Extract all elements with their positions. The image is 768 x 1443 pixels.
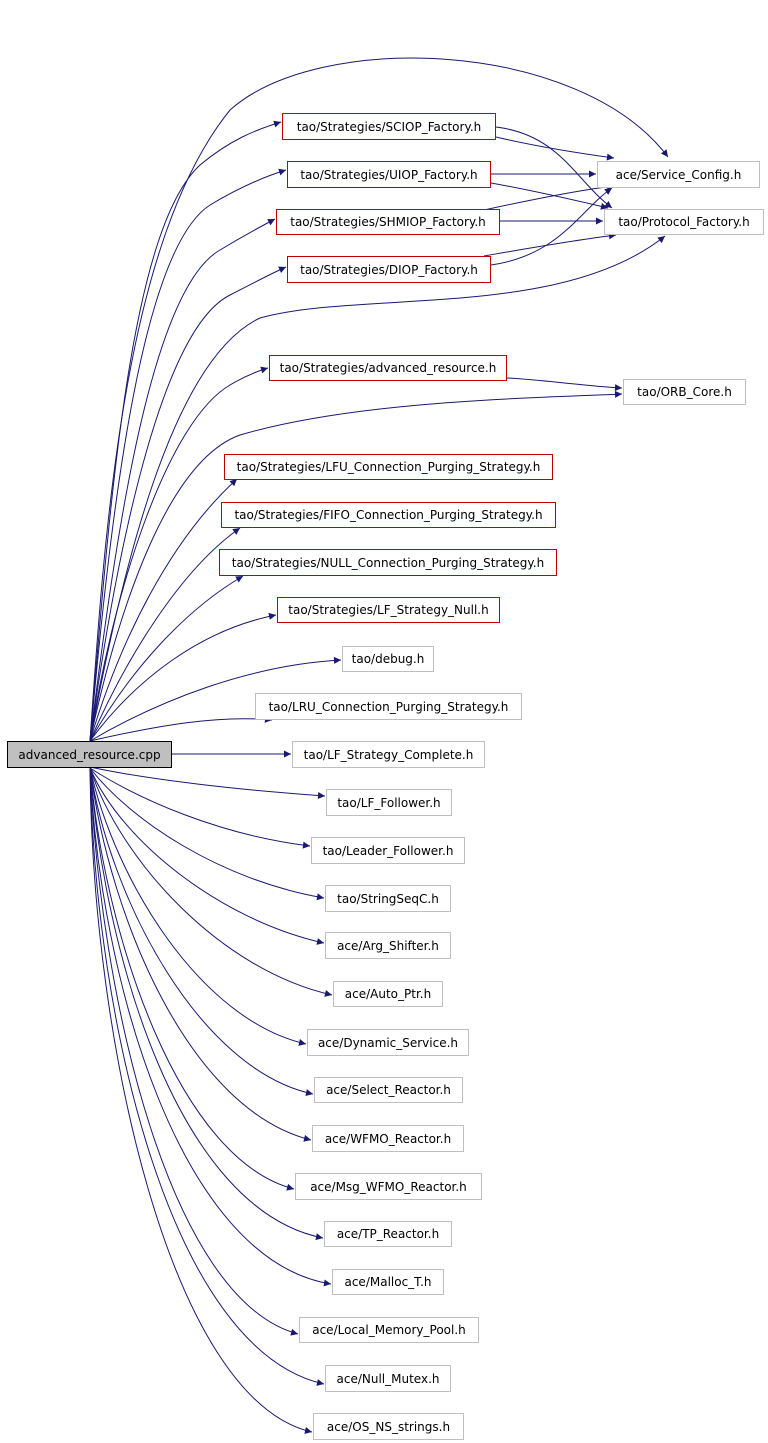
edge-root-to-leader-follower	[89, 767, 311, 849]
edge-root-to-lf-null	[89, 612, 277, 742]
edge-root-to-lru	[89, 715, 273, 742]
node-msg-wfmo-reactor[interactable]: ace/Msg_WFMO_Reactor.h	[295, 1173, 482, 1200]
node-arg-shifter[interactable]: ace/Arg_Shifter.h	[325, 932, 451, 959]
node-lf-strategy-null[interactable]: tao/Strategies/LF_Strategy_Null.h	[277, 597, 500, 623]
edge-uiop-to-protocol-factory	[490, 182, 609, 210]
node-protocol-factory[interactable]: tao/Protocol_Factory.h	[604, 209, 764, 235]
node-tp-reactor[interactable]: ace/TP_Reactor.h	[324, 1221, 452, 1247]
edge-root-to-fifo	[89, 527, 241, 742]
edge-root-to-sciop	[89, 120, 282, 742]
node-service-config[interactable]: ace/Service_Config.h	[597, 161, 760, 188]
node-fifo-purging-strategy[interactable]: tao/Strategies/FIFO_Connection_Purging_S…	[221, 502, 556, 528]
edge-root-to-shmiop	[89, 218, 276, 742]
node-debug[interactable]: tao/debug.h	[342, 646, 434, 672]
edge-root-to-null-cps	[89, 575, 244, 742]
node-null-purging-strategy[interactable]: tao/Strategies/NULL_Connection_Purging_S…	[219, 549, 557, 576]
node-sciop-factory[interactable]: tao/Strategies/SCIOP_Factory.h	[282, 113, 496, 140]
node-diop-factory[interactable]: tao/Strategies/DIOP_Factory.h	[287, 256, 491, 283]
edge-root-to-wfmo-reactor	[89, 767, 312, 1142]
node-dynamic-service[interactable]: ace/Dynamic_Service.h	[307, 1029, 469, 1056]
node-lf-strategy-complete[interactable]: tao/LF_Strategy_Complete.h	[292, 741, 485, 768]
edge-root-to-lf-follower	[89, 766, 326, 799]
edge-root-to-diop	[89, 266, 287, 742]
node-shmiop-factory[interactable]: tao/Strategies/SHMIOP_Factory.h	[276, 209, 500, 235]
node-malloc-t[interactable]: ace/Malloc_T.h	[332, 1269, 444, 1295]
edge-root-to-malloc-t	[89, 767, 332, 1287]
node-lru-purging-strategy[interactable]: tao/LRU_Connection_Purging_Strategy.h	[255, 693, 522, 720]
node-advanced-resource-header[interactable]: tao/Strategies/advanced_resource.h	[269, 355, 507, 381]
node-select-reactor[interactable]: ace/Select_Reactor.h	[314, 1077, 463, 1103]
edge-diop-to-service-config	[490, 187, 613, 266]
edge-sciop-to-service-config	[495, 136, 615, 161]
edge-root-to-os-ns-strings	[89, 767, 313, 1434]
node-lf-follower[interactable]: tao/LF_Follower.h	[326, 789, 452, 816]
node-wfmo-reactor[interactable]: ace/WFMO_Reactor.h	[312, 1125, 464, 1152]
node-uiop-factory[interactable]: tao/Strategies/UIOP_Factory.h	[287, 161, 491, 188]
node-lfu-purging-strategy[interactable]: tao/Strategies/LFU_Connection_Purging_St…	[224, 454, 553, 480]
edge-root-to-protocol-factory	[89, 235, 666, 742]
edge-shmiop-to-service-config	[483, 183, 615, 211]
edge-adv-resource-h-to-orb-core	[506, 377, 623, 392]
node-os-ns-strings[interactable]: ace/OS_NS_strings.h	[313, 1413, 464, 1440]
edge-root-to-msg-wfmo-reactor	[89, 767, 295, 1191]
node-leader-follower[interactable]: tao/Leader_Follower.h	[311, 837, 465, 864]
node-stringseqc[interactable]: tao/StringSeqC.h	[325, 885, 451, 912]
edge-root-to-service-config	[89, 57, 669, 742]
edge-root-to-auto-ptr	[89, 767, 333, 997]
node-orb-core[interactable]: tao/ORB_Core.h	[623, 379, 746, 405]
edge-root-to-uiop	[89, 168, 287, 742]
node-auto-ptr[interactable]: ace/Auto_Ptr.h	[333, 981, 443, 1007]
edge-root-to-dynamic-service	[89, 767, 307, 1046]
edge-root-to-tp-reactor	[89, 767, 324, 1241]
root-file-node: advanced_resource.cpp	[7, 741, 172, 768]
edge-root-to-null-mutex	[89, 767, 325, 1386]
edge-root-to-select-reactor	[89, 767, 314, 1096]
edge-root-to-local-memory-pool	[89, 767, 299, 1336]
edge-diop-to-protocol-factory	[483, 232, 617, 257]
node-local-memory-pool[interactable]: ace/Local_Memory_Pool.h	[299, 1317, 479, 1343]
edge-root-to-stringseqc	[89, 767, 325, 901]
edge-root-to-debug	[89, 656, 342, 742]
edge-root-to-arg-shifter	[89, 767, 325, 945]
edge-root-to-lfu	[89, 478, 238, 742]
node-null-mutex[interactable]: ace/Null_Mutex.h	[325, 1365, 451, 1392]
edge-root-to-orb-core	[89, 390, 623, 742]
edge-root-to-adv-resource-h	[89, 366, 269, 742]
